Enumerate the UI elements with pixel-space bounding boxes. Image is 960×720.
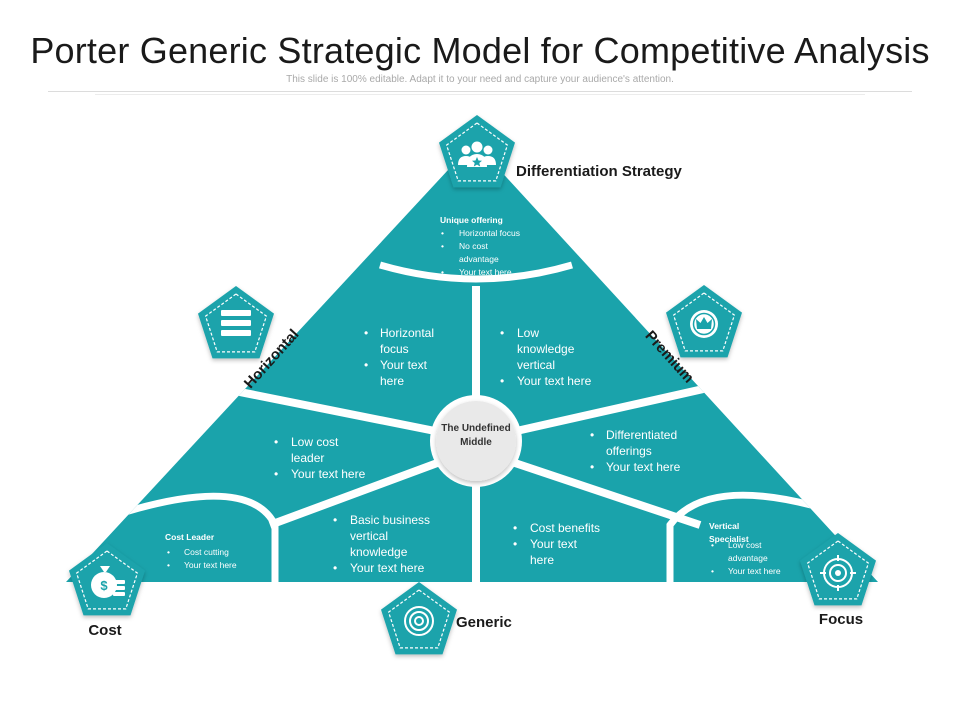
right-lower-separator <box>510 458 702 529</box>
segment-mid-right-b2: Your text here <box>606 460 681 474</box>
label-cost: Cost <box>88 622 121 639</box>
segment-lower-left-b1c: knowledge <box>350 545 408 559</box>
segment-mid-left-b1a: Low cost <box>291 435 339 449</box>
segment-upper-right-b1a: Low <box>517 326 539 340</box>
bullet: • <box>441 241 444 251</box>
label-focus: Focus <box>819 611 863 628</box>
bullet: • <box>274 467 278 481</box>
bullet: • <box>167 547 170 557</box>
title-divider <box>48 91 912 92</box>
crown-badge-icon <box>690 310 718 338</box>
segment-corner-left-b2: Your text here <box>184 560 237 570</box>
segment-lower-right-b2b: here <box>530 553 554 567</box>
bullet: • <box>441 267 444 277</box>
segment-upper-right-b1c: vertical <box>517 358 555 372</box>
segment-top-bullet3: Your text here <box>459 267 512 277</box>
premium-badge <box>666 285 742 358</box>
segment-upper-right-b1b: knowledge <box>517 342 575 356</box>
segment-lower-left-b1b: vertical <box>350 529 388 543</box>
segment-lower-right: • Cost benefits • Your text here <box>513 521 600 567</box>
differentiation-badge <box>439 115 515 188</box>
team-star-icon <box>458 141 496 167</box>
segment-corner-right: Vertical Specialist • Low cost advantage… <box>709 521 781 576</box>
left-lower-separator <box>268 458 442 529</box>
bullet: • <box>711 540 714 550</box>
segment-corner-left: Cost Leader • Cost cutting • Your text h… <box>165 532 237 570</box>
segment-lower-left-b2: Your text here <box>350 561 425 575</box>
bullet: • <box>167 560 170 570</box>
segment-lower-right-b2a: Your text <box>530 537 578 551</box>
segment-top: Unique offering • Horizontal focus • No … <box>440 215 520 277</box>
top-arc-separator <box>379 261 573 283</box>
segment-upper-left-b1b: focus <box>380 342 409 356</box>
page-subtitle: This slide is 100% editable. Adapt it to… <box>286 74 674 85</box>
segment-mid-right: • Differentiated offerings • Your text h… <box>590 428 681 474</box>
segment-mid-right-b1a: Differentiated <box>606 428 677 442</box>
segment-lower-right-b1: Cost benefits <box>530 521 600 535</box>
bullet: • <box>333 513 337 527</box>
segment-upper-left-b2a: Your text <box>380 358 428 372</box>
bullet: • <box>590 460 594 474</box>
focus-badge <box>800 533 876 606</box>
segment-corner-right-b1a: Low cost <box>728 540 762 550</box>
segment-corner-left-b1: Cost cutting <box>184 547 229 557</box>
segment-top-bullet1: Horizontal focus <box>459 228 520 238</box>
bullet: • <box>274 435 278 449</box>
segment-upper-right: • Low knowledge vertical • Your text her… <box>500 326 592 388</box>
center-circle <box>436 401 516 481</box>
segment-mid-left-b2: Your text here <box>291 467 366 481</box>
stacked-list-icon <box>221 310 251 336</box>
money-bag-icon: $ <box>91 566 125 598</box>
segment-upper-left: • Horizontal focus • Your text here <box>364 326 434 388</box>
bullet: • <box>500 326 504 340</box>
segment-corner-right-b1b: advantage <box>728 553 768 563</box>
segment-top-bullet2b: advantage <box>459 254 499 264</box>
segment-lower-left-b1a: Basic business <box>350 513 430 527</box>
svg-text:$: $ <box>100 578 108 593</box>
bullet: • <box>441 228 444 238</box>
bullet: • <box>590 428 594 442</box>
segment-corner-right-b2: Your text here <box>728 566 781 576</box>
segment-mid-left-b1b: leader <box>291 451 324 465</box>
bullet: • <box>711 566 714 576</box>
page-title: Porter Generic Strategic Model for Compe… <box>30 30 930 71</box>
bullet: • <box>333 561 337 575</box>
segment-upper-right-b2: Your text here <box>517 374 592 388</box>
label-generic: Generic <box>456 614 512 631</box>
cost-badge: $ <box>69 543 145 616</box>
segment-upper-left-b2b: here <box>380 374 404 388</box>
label-differentiation: Differentiation Strategy <box>516 163 683 180</box>
center-label-line1: The Undefined <box>441 423 510 434</box>
bullet: • <box>364 326 368 340</box>
crosshair-icon <box>820 555 856 591</box>
segment-mid-right-b1b: offerings <box>606 444 652 458</box>
center-label-line2: Middle <box>460 437 492 448</box>
title-divider-shadow <box>95 94 865 95</box>
segment-top-bullet2a: No cost <box>459 241 488 251</box>
horizontal-badge <box>198 286 274 359</box>
bullet: • <box>500 374 504 388</box>
left-arc-separator <box>98 492 279 582</box>
segment-corner-left-heading: Cost Leader <box>165 532 215 542</box>
bullet: • <box>513 521 517 535</box>
generic-badge <box>381 582 457 655</box>
segment-top-heading: Unique offering <box>440 215 503 225</box>
segment-mid-left: • Low cost leader • Your text here <box>274 435 366 481</box>
target-ring-icon <box>404 606 434 636</box>
segment-corner-right-heading1: Vertical <box>709 521 739 531</box>
bullet: • <box>513 537 517 551</box>
segment-lower-left: • Basic business vertical knowledge • Yo… <box>333 513 430 575</box>
bullet: • <box>364 358 368 372</box>
segment-upper-left-b1a: Horizontal <box>380 326 434 340</box>
segment-corner-right-heading2: Specialist <box>709 534 749 544</box>
